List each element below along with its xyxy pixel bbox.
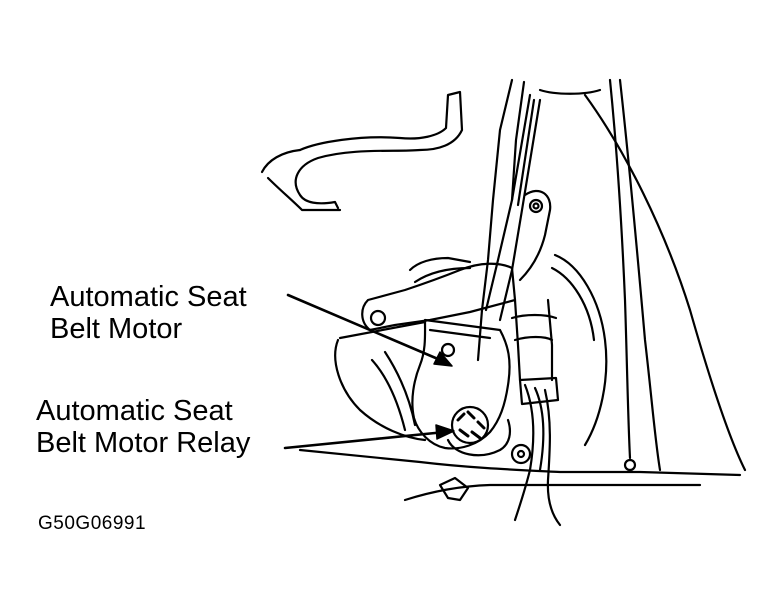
rail-bracket (518, 189, 552, 282)
relay-leader-line (283, 430, 447, 450)
seat-belt-motor-relay-label-line2: Belt Motor Relay (36, 427, 251, 459)
floor-trim (298, 448, 742, 477)
body-panel-right (583, 93, 747, 472)
upper-trim-panel (294, 90, 464, 210)
motor-housing-back (334, 338, 427, 442)
motor-shell-ribs (370, 350, 417, 432)
seat-belt-motor-label-line1: Automatic Seat (50, 281, 247, 313)
motor-mount-bolt (440, 342, 456, 358)
body-panel-left-curve (538, 88, 602, 95)
motor-bracket (361, 262, 517, 332)
pillar-edge-inner (510, 80, 526, 202)
belt-rail-inner (516, 98, 536, 207)
relay-leader-arrowhead (435, 424, 455, 440)
figure-id: G50G06991 (38, 513, 147, 534)
relay-connector-pins (456, 410, 486, 440)
rail-bolt-inner (532, 202, 540, 210)
harness-loop (553, 253, 608, 447)
seat-belt-motor-relay-label-line1: Automatic Seat (36, 395, 233, 427)
harness-wire-2 (543, 388, 562, 527)
seat-belt-motor-label-line2: Belt Motor (50, 313, 183, 345)
seat-belt-motor-relay-label: Automatic Seat Belt Motor Relay (36, 395, 250, 459)
belt-rail-right (498, 98, 542, 322)
harness-loop-inner (550, 266, 596, 342)
bracket-top-flange-2 (413, 266, 472, 284)
floor-bolt (623, 458, 637, 472)
guide-tube-collar-2 (513, 335, 554, 342)
lower-mount-bolt-inner (516, 449, 526, 459)
floor-clip (438, 476, 470, 502)
motor-leader-line (286, 293, 447, 364)
harness-connector (518, 376, 560, 406)
pillar-edge-left (476, 78, 514, 362)
harness-wire-3 (533, 386, 545, 472)
trim-panel-lower-edge (266, 176, 342, 212)
lower-mount-bolt (510, 443, 532, 465)
pillar-edge-right-1 (608, 78, 632, 460)
motor-leader-arrowhead (433, 351, 453, 367)
bracket-top-flange (408, 256, 472, 272)
relay-socket-outline (446, 418, 511, 457)
relay-connector (450, 405, 490, 445)
guide-tube-collar (510, 313, 558, 320)
guide-tube-right (546, 298, 554, 382)
motor-housing-shell (338, 320, 427, 340)
pillar-edge-right-2 (618, 78, 662, 472)
floor-trim-lower (403, 483, 702, 502)
trim-panel-return (260, 148, 302, 174)
bracket-bolt-left (369, 309, 387, 327)
rail-bolt (528, 198, 544, 214)
seat-belt-motor-label: Automatic Seat Belt Motor (50, 281, 247, 345)
belt-rail-left (484, 93, 532, 312)
motor-housing (411, 318, 511, 450)
motor-housing-rim (428, 328, 492, 340)
guide-tube-left (513, 298, 522, 382)
